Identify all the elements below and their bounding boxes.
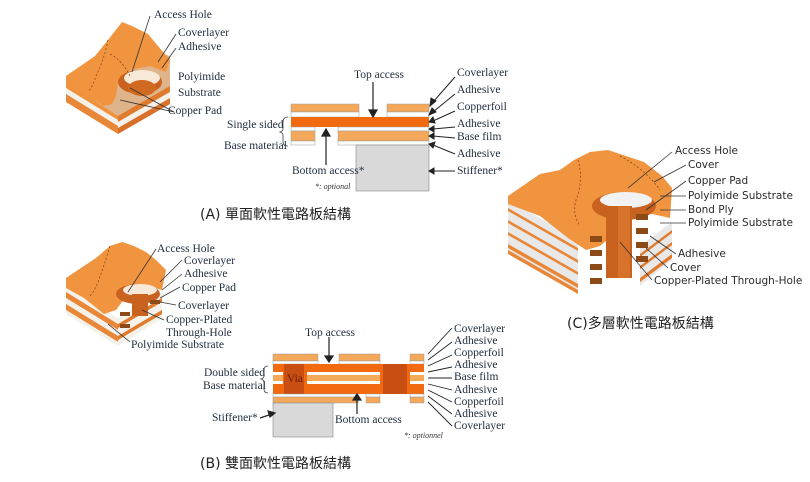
panel-a-caption: (A) 單面軟性電路板結構 [200, 207, 351, 223]
panel-b-bottom-access-label: Bottom access [335, 414, 402, 426]
panel-b-layer-copperfoil-1: Copperfoil [454, 347, 504, 359]
panel-b-layer-adhesive-3: Adhesive [454, 384, 498, 396]
panel-a-layer-adhesive-3: Adhesive [457, 148, 501, 160]
panel-a-bottom-access-label: Bottom access* [292, 165, 365, 177]
panel-a-label-polyimide: Polyimide [178, 71, 226, 83]
panel-c-label-cover: Cover [688, 159, 719, 171]
b-via-2 [383, 364, 407, 394]
panel-c-label-adhesive: Adhesive [678, 248, 726, 260]
panel-c-label-bond-ply: Bond Ply [688, 204, 734, 216]
panel-b-label-polyimide-substrate: Polyimide Substrate [131, 339, 224, 351]
panel-a-optional-note: *: optional [315, 182, 351, 191]
panel-a-layer-copperfoil: Copperfoil [457, 101, 507, 113]
panel-a-single-sided-label: Single sided [227, 119, 284, 131]
panel-b-label-access-hole: Access Hole [157, 243, 215, 255]
panel-a-layer-adhesive-2: Adhesive [457, 118, 501, 130]
a-stiffener [355, 144, 430, 192]
panel-b-layer-adhesive-1: Adhesive [454, 335, 498, 347]
panel-b-label-through-hole: Through-Hole [166, 327, 232, 339]
panel-c-iso-body [508, 150, 672, 294]
a-copperfoil [291, 117, 429, 127]
panel-c-label-copper-pad: Copper Pad [688, 175, 749, 187]
panel-a-layer-adhesive-1: Adhesive [457, 84, 501, 96]
panel-b-label-copper-plated: Copper-Plated [166, 314, 233, 326]
panel-b-label-coverlayer: Coverlayer [184, 255, 236, 267]
panel-a-layer-base-film: Base film [457, 131, 502, 143]
panel-a-label-copper-pad: Copper Pad [168, 105, 222, 117]
panel-a-base-material-label: Base material [224, 140, 287, 152]
panel-a-layer-stiffener: Stiffener* [457, 165, 503, 177]
panel-a-label-access-hole: Access Hole [154, 9, 212, 21]
panel-b-layer-coverlayer-1: Coverlayer [454, 323, 506, 335]
panel-b-double-sided-label: Double sided [204, 367, 266, 379]
panel-b-stiffener-label: Stiffener* [212, 412, 258, 424]
panel-b-layer-base-film: Base film [454, 371, 499, 383]
panel-b-layer-adhesive-2: Adhesive [454, 359, 498, 371]
panel-b-layer-adhesive-4: Adhesive [454, 408, 498, 420]
panel-b-layer-coverlayer-2: Coverlayer [454, 420, 506, 432]
panel-b-label-adhesive: Adhesive [184, 268, 228, 280]
panel-b-label-coverlayer-2: Coverlayer [178, 300, 230, 312]
panel-b-base-material-label: Base material [203, 380, 266, 392]
panel-c-label-cover-2: Cover [670, 262, 701, 274]
panel-b-top-access-label: Top access [305, 327, 355, 339]
panel-c-label-access-hole: Access Hole [675, 145, 738, 157]
panel-c-caption: (C)多層軟性電路板結構 [567, 316, 714, 332]
panel-b-caption: (B) 雙面軟性電路板結構 [200, 456, 351, 472]
panel-a-iso-body [66, 22, 170, 134]
panel-b-label-copper-pad: Copper Pad [182, 282, 236, 294]
panel-a-label-substrate: Substrate [178, 87, 221, 99]
panel-b-layer-copperfoil-2: Copperfoil [454, 396, 504, 408]
panel-b-optional-note: *: optionnel [404, 431, 443, 440]
panel-a-label-coverlayer: Coverlayer [178, 27, 230, 39]
panel-c-label-polyimide-substrate-1: Polyimide Substrate [688, 190, 793, 202]
b-via-1 [284, 364, 304, 394]
panel-b-via-label: Via [287, 373, 303, 385]
panel-a-layer-coverlayer: Coverlayer [457, 67, 509, 79]
panel-a-label-adhesive: Adhesive [178, 41, 222, 53]
panel-c-label-polyimide-substrate-2: Polyimide Substrate [688, 217, 793, 229]
panel-c-label-copper-plated-through-hole: Copper-Plated Through-Hole [654, 275, 803, 287]
b-stiffener [272, 402, 334, 438]
panel-a-top-access-label: Top access [354, 69, 404, 81]
